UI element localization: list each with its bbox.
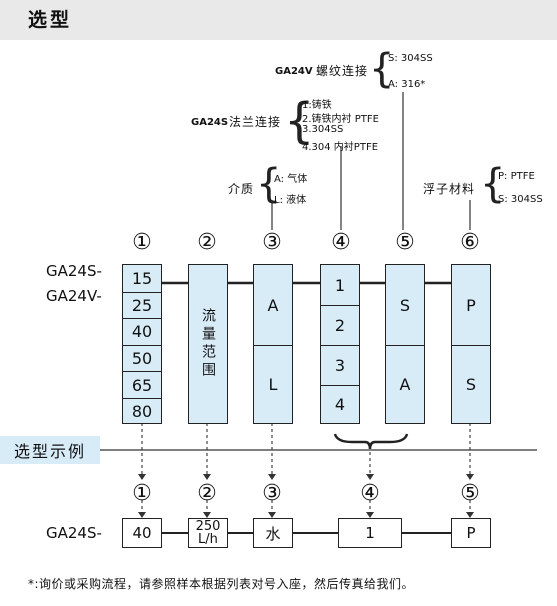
group-brace-4-5	[333, 433, 409, 450]
flange-option-1: 1	[334, 275, 346, 295]
example-number-1: ①	[132, 481, 152, 506]
flange-option-4: 4	[321, 385, 359, 423]
column-number-3: ③	[262, 230, 282, 255]
size-option-15: 15	[131, 268, 153, 288]
arrowhead-4	[366, 474, 374, 480]
connection-item-s: S: 304SS	[388, 53, 433, 64]
float-item-s: S: 304SS	[498, 194, 543, 205]
example-value-medium: 水	[253, 518, 293, 548]
example-value-flow-text: 250 L/h	[195, 519, 221, 547]
connection-model-label: GA24V	[275, 66, 313, 77]
example-value-size: 40	[122, 518, 162, 548]
example-number-2: ②	[197, 481, 217, 506]
column-number-5: ⑤	[395, 230, 415, 255]
medium-item-a: A: 气体	[274, 174, 308, 185]
column-number-4: ④	[331, 230, 351, 255]
float-item-p: P: PTFE	[498, 171, 535, 182]
column-number-1: ①	[132, 230, 152, 255]
float-brace: {	[480, 161, 506, 207]
size-option-80: 80	[123, 398, 161, 423]
arrowhead-2	[203, 474, 211, 480]
size-option-50: 50	[123, 344, 161, 372]
column-number-2: ②	[197, 230, 217, 255]
connection-item-a: A: 316*	[388, 79, 426, 90]
arrowhead-5	[466, 474, 474, 480]
example-value-material: 1	[338, 518, 402, 548]
flange-item-1: 1:铸铁	[302, 100, 332, 111]
size-option-25: 25	[123, 291, 161, 319]
footnote: *:询价或采购流程，请参照样本根据列表对号入座，然后传真给我们。	[28, 577, 415, 591]
model-label-s: GA24S-	[46, 262, 102, 280]
flange-label: 法兰连接	[229, 115, 282, 129]
medium-option-l: L	[254, 345, 292, 423]
float-label: 浮子材料	[423, 182, 476, 196]
flange-brace: {	[284, 93, 315, 149]
arrowhead-3	[268, 474, 276, 480]
flange-item-3: 3.304SS	[302, 124, 344, 135]
header-bar	[0, 0, 557, 40]
float-option-s: S	[452, 345, 490, 423]
size-option-40: 40	[123, 318, 161, 345]
column-flange-material: 1 2 3 4	[320, 264, 360, 424]
connection-label: 螺纹连接	[316, 64, 369, 78]
flange-option-2: 2	[321, 305, 359, 345]
arrowhead-1	[138, 474, 146, 480]
model-label-v: GA24V-	[46, 287, 102, 305]
example-section-label: 选型示例	[0, 436, 100, 464]
flange-model-label: GA24S	[191, 117, 229, 128]
flange-option-3: 3	[321, 345, 359, 385]
medium-brace: {	[256, 161, 282, 207]
medium-label: 介质	[228, 182, 255, 196]
float-option-p: P	[466, 295, 476, 315]
connection-brace: {	[369, 46, 395, 92]
thread-option-a: A	[386, 345, 424, 423]
flow-range-label: 流量范围	[200, 308, 216, 380]
medium-item-l: L: 液体	[274, 195, 307, 206]
thread-option-s: S	[399, 295, 411, 315]
column-flow-range: 流量范围	[188, 264, 228, 424]
medium-option-a: A	[267, 295, 279, 315]
example-value-float: P	[451, 518, 491, 548]
page-title: 选型	[28, 9, 73, 31]
column-thread-material: S A	[385, 264, 425, 424]
example-number-5: ⑤	[460, 481, 480, 506]
example-model-label: GA24S-	[46, 524, 102, 542]
flange-item-2: 2.铸铁内衬 PTFE	[302, 114, 379, 125]
example-number-3: ③	[262, 481, 282, 506]
column-medium: A L	[253, 264, 293, 424]
size-option-65: 65	[123, 371, 161, 398]
column-float-material: P S	[451, 264, 491, 424]
example-value-flow: 250 L/h	[188, 518, 228, 548]
example-number-4: ④	[360, 481, 380, 506]
column-number-6: ⑥	[460, 230, 480, 255]
column-size: 15 25 40 50 65 80	[122, 264, 162, 424]
flange-item-4: 4.304 内衬PTFE	[302, 142, 379, 153]
